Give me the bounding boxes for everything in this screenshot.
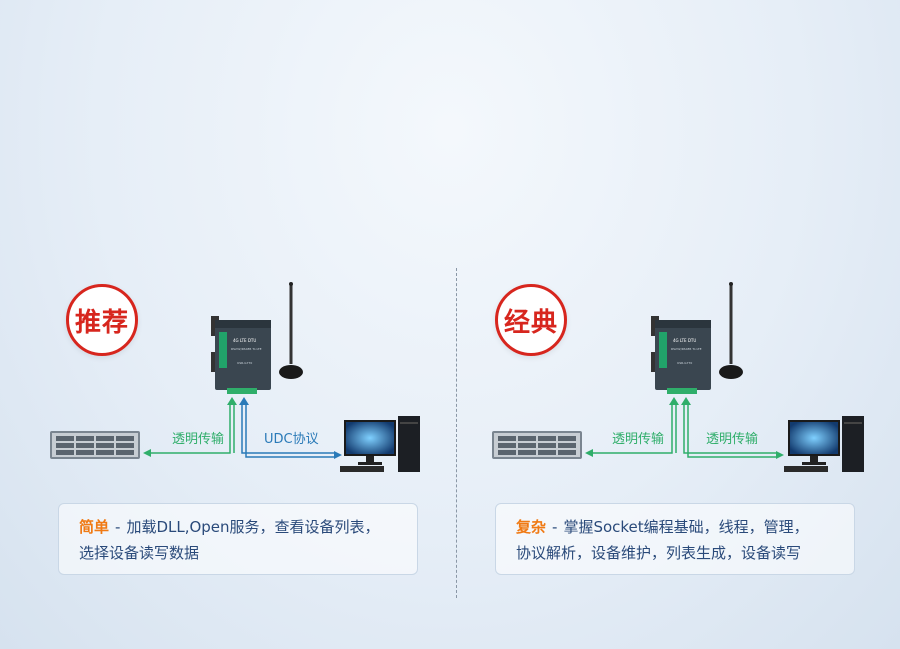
dtu-device-left: 4G LTE DTU RS232/RS485 To LTE USR-G770	[211, 282, 303, 394]
pc-left	[340, 416, 420, 472]
server-left	[50, 431, 140, 459]
recommend-badge-label: 推荐	[74, 307, 129, 338]
left-info-line1: 简单-加载DLL,Open服务，查看设备列表，	[79, 514, 397, 540]
right-desc-line2: 协议解析，设备维护，列表生成，设备读写	[516, 544, 802, 562]
right-label-transparent-a: 透明传输	[612, 432, 665, 447]
right-info-line1: 复杂-掌握Socket编程基础，线程，管理，	[516, 514, 834, 540]
left-desc-line2: 选择设备读写数据	[79, 544, 200, 562]
server-right	[492, 431, 582, 459]
pc-right	[784, 416, 864, 472]
right-label-transparent-b: 透明传输	[706, 432, 759, 447]
left-info-box: 简单-加载DLL,Open服务，查看设备列表， 选择设备读写数据	[58, 503, 418, 575]
recommend-badge: 推荐	[66, 284, 138, 356]
dtu-device-right: 4G LTE DTU RS232/RS485 To LTE USR-G770	[651, 282, 743, 394]
left-keyword: 简单	[79, 518, 110, 536]
right-dash: -	[552, 518, 558, 536]
right-info-box: 复杂-掌握Socket编程基础，线程，管理， 协议解析，设备维护，列表生成，设备…	[495, 503, 855, 575]
left-dash: -	[115, 518, 121, 536]
left-desc-line1: 加载DLL,Open服务，查看设备列表，	[126, 518, 380, 536]
left-label-transparent: 透明传输	[172, 432, 225, 447]
right-arrows	[585, 397, 784, 459]
device-title: 4G LTE DTU	[233, 338, 256, 343]
device-subtitle: RS232/RS485 To LTE	[231, 347, 262, 351]
left-label-udc: UDC协议	[264, 432, 319, 447]
device-model: USR-G770	[677, 361, 692, 365]
classic-badge-label: 经典	[503, 307, 558, 338]
center-divider	[456, 268, 457, 598]
device-model: USR-G770	[237, 361, 252, 365]
device-subtitle: RS232/RS485 To LTE	[671, 347, 702, 351]
left-arrows	[143, 397, 342, 459]
right-desc-line1: 掌握Socket编程基础，线程，管理，	[563, 518, 809, 536]
classic-badge: 经典	[495, 284, 567, 356]
right-keyword: 复杂	[516, 518, 547, 536]
device-title: 4G LTE DTU	[673, 338, 696, 343]
